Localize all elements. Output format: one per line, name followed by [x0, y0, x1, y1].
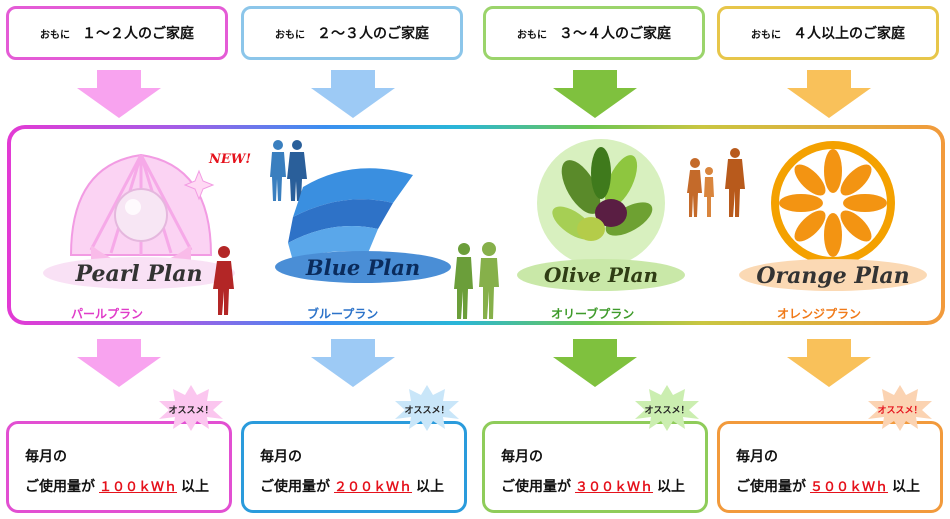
- tier-label: ４人以上のご家庭: [793, 26, 905, 42]
- recommend-text: オススメ！: [404, 405, 449, 416]
- usage-line1: 毎月の: [736, 449, 778, 465]
- usage-line1: 毎月の: [25, 449, 67, 465]
- usage-prefix: ご使用量が: [260, 479, 330, 495]
- olive-leaves-icon: [552, 147, 653, 241]
- usage-suffix: 以上: [416, 479, 445, 495]
- tier-label: １～２人のご家庭: [82, 26, 194, 42]
- orange-slice-icon: [771, 141, 895, 265]
- usage-suffix: 以上: [181, 479, 210, 495]
- down-arrow-icon: [77, 339, 161, 387]
- recommend-badge: オススメ！: [868, 385, 932, 431]
- recommend-badge: オススメ！: [395, 385, 459, 431]
- tier-prefix: おもに: [517, 29, 547, 41]
- usage-prefix: ご使用量が: [736, 479, 806, 495]
- pearl-plan-logo: Pearl Plan NEW!: [43, 152, 251, 289]
- usage-prefix: ご使用量が: [501, 479, 571, 495]
- down-arrow-icon: [553, 70, 637, 118]
- wave-icon: [288, 168, 413, 261]
- recommend-text: オススメ！: [168, 405, 213, 416]
- usage-line1: 毎月の: [260, 449, 302, 465]
- down-arrow-icon: [77, 70, 161, 118]
- down-arrow-icon: [311, 339, 395, 387]
- recommend-badge: オススメ！: [635, 385, 699, 431]
- down-arrow-icon: [787, 70, 871, 118]
- blue-plan-label: ブループラン: [307, 307, 379, 321]
- usage-line1: 毎月の: [501, 449, 543, 465]
- sparkle-icon: [183, 169, 215, 201]
- recommend-text: オススメ！: [877, 405, 922, 416]
- blue-plan-logo: Blue Plan: [275, 168, 451, 283]
- new-badge: NEW!: [208, 152, 251, 167]
- tier-label: ３～４人のご家庭: [559, 26, 671, 42]
- tier-prefix: おもに: [40, 29, 70, 41]
- usage-amount: １００ｋＷｈ: [99, 480, 178, 495]
- down-arrow-icon: [311, 70, 395, 118]
- usage-amount: ５００ｋＷｈ: [810, 480, 889, 495]
- tier-box-2: おもに ２～３人のご家庭: [241, 6, 463, 60]
- olive-plan-label: オリーブプラン: [551, 307, 635, 321]
- pearl-plan-logo-text: Pearl Plan: [75, 261, 203, 287]
- usage-amount: ２００ｋＷｈ: [334, 480, 413, 495]
- usage-suffix: 以上: [892, 479, 921, 495]
- tier-label: ２～３人のご家庭: [317, 26, 429, 42]
- tier-box-1: おもに １～２人のご家庭: [6, 6, 228, 60]
- orange-plan-label: オレンジプラン: [777, 307, 862, 321]
- blue-plan-logo-text: Blue Plan: [305, 255, 420, 280]
- recommend-text: オススメ！: [644, 405, 689, 416]
- family-silhouette-icon: [687, 148, 745, 217]
- family-silhouette-icon: [454, 242, 499, 319]
- orange-plan-logo: Orange Plan: [739, 141, 927, 291]
- pearl-plan-label: パールプラン: [71, 307, 144, 321]
- tier-box-3: おもに ３～４人のご家庭: [483, 6, 705, 60]
- couple-silhouette-icon: [270, 140, 307, 201]
- usage-suffix: 以上: [657, 479, 686, 495]
- olive-plan-logo: Olive Plan: [517, 139, 685, 291]
- woman-silhouette-icon: [213, 246, 234, 315]
- tier-box-4: おもに ４人以上のご家庭: [717, 6, 939, 60]
- down-arrow-icon: [553, 339, 637, 387]
- recommend-badge: オススメ！: [159, 385, 223, 431]
- olive-plan-logo-text: Olive Plan: [544, 263, 658, 287]
- down-arrow-icon: [787, 339, 871, 387]
- orange-plan-logo-text: Orange Plan: [756, 263, 909, 289]
- plans-frame: Pearl Plan NEW! パールプラン Blue Plan ブループラン: [7, 125, 945, 325]
- tier-prefix: おもに: [275, 29, 305, 41]
- usage-amount: ３００ｋＷｈ: [575, 480, 654, 495]
- tier-prefix: おもに: [751, 29, 781, 41]
- usage-prefix: ご使用量が: [25, 479, 95, 495]
